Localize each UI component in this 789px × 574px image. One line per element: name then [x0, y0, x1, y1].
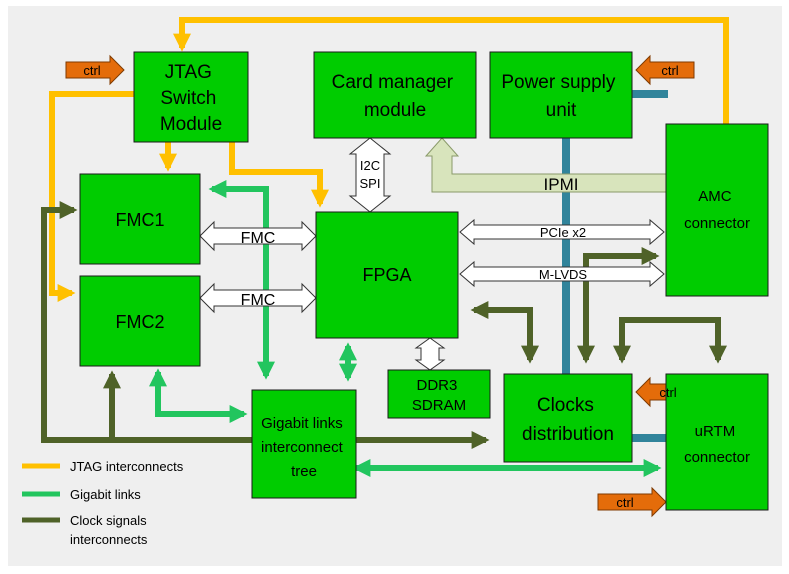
fmc-bottom-label: FMC	[241, 292, 276, 309]
i2c-spi-arrow	[348, 137, 392, 213]
legend-label-clock: Clock signals	[70, 513, 147, 528]
amc-connector-label: AMC connector	[684, 188, 750, 232]
gigabit-tree-block	[251, 389, 357, 499]
ctrl-arrow-jtag	[65, 54, 125, 86]
gigabit-line-fmc1	[208, 180, 275, 380]
legend: JTAG interconnects Gigabit links Clock s…	[22, 459, 184, 547]
ctrl-label-clocks: ctrl	[659, 385, 676, 400]
ctrl-arrow-urtm	[597, 486, 667, 518]
fmc2-block	[79, 275, 201, 367]
jtag-switch-label: JTAG Switch Module	[160, 62, 222, 135]
clock-line-amc-clocks	[577, 247, 660, 364]
card-manager-block	[313, 51, 477, 139]
fmc2-label: FMC2	[116, 312, 165, 332]
ctrl-label-jtag: ctrl	[83, 63, 100, 78]
jtag-switch-block	[133, 51, 249, 143]
clock-line-urtm-clocks	[613, 317, 727, 364]
legend-label-jtag: JTAG interconnects	[70, 459, 184, 474]
clocks-block	[503, 373, 633, 463]
gigabit-lines	[149, 180, 662, 477]
jtag-line-top-loop	[173, 17, 729, 124]
fmc-top-label: FMC	[241, 230, 276, 247]
power-supply-label: Power supply unit	[501, 72, 620, 121]
legend-label-gigabit: Gigabit links	[70, 487, 141, 502]
mlvds-label: M-LVDS	[539, 267, 587, 282]
urtm-connector-block	[665, 373, 769, 511]
fpga-label: FPGA	[362, 265, 411, 285]
clocks-label: Clocks distribution	[522, 395, 614, 445]
mlvds-arrow	[459, 260, 665, 288]
block-texts: JTAG Switch Module Card manager module P…	[116, 62, 750, 480]
pcie-label: PCIe x2	[540, 225, 586, 240]
clock-line-fpga-clocks	[470, 301, 539, 364]
ipmi-arrow-shape	[424, 137, 667, 193]
spi-label: SPI	[360, 176, 381, 191]
gigabit-line-fmc2	[149, 368, 248, 423]
card-manager-label: Card manager module	[332, 72, 459, 121]
amc-connector-block	[665, 123, 769, 297]
ctrl-arrows	[65, 54, 695, 518]
ipmi-arrow	[424, 137, 667, 193]
legend-label-clock-2: interconnects	[70, 532, 148, 547]
fpga-block	[315, 211, 459, 339]
urtm-connector-label: uRTM connector	[684, 423, 750, 466]
gigabit-tree-label: Gigabit links interconnect tree	[261, 415, 347, 480]
ctrl-label-power: ctrl	[661, 63, 678, 78]
blocks	[79, 51, 769, 511]
jtag-line-to-fpga	[229, 142, 329, 208]
fmc1-label: FMC1	[116, 210, 165, 230]
power-supply-block	[489, 51, 633, 139]
pcie-arrow	[459, 218, 665, 246]
ddr3-block	[387, 369, 491, 419]
ddr3-label: DDR3 SDRAM	[412, 377, 466, 414]
i2c-label: I2C	[360, 158, 380, 173]
connection-labels: FMC FMC I2C SPI PCIe x2 M-LVDS IPMI ctrl…	[83, 63, 678, 510]
ctrl-arrow-power	[635, 54, 695, 86]
fmc1-block	[79, 173, 201, 265]
ipmi-label: IPMI	[544, 175, 579, 194]
ctrl-label-urtm: ctrl	[616, 495, 633, 510]
